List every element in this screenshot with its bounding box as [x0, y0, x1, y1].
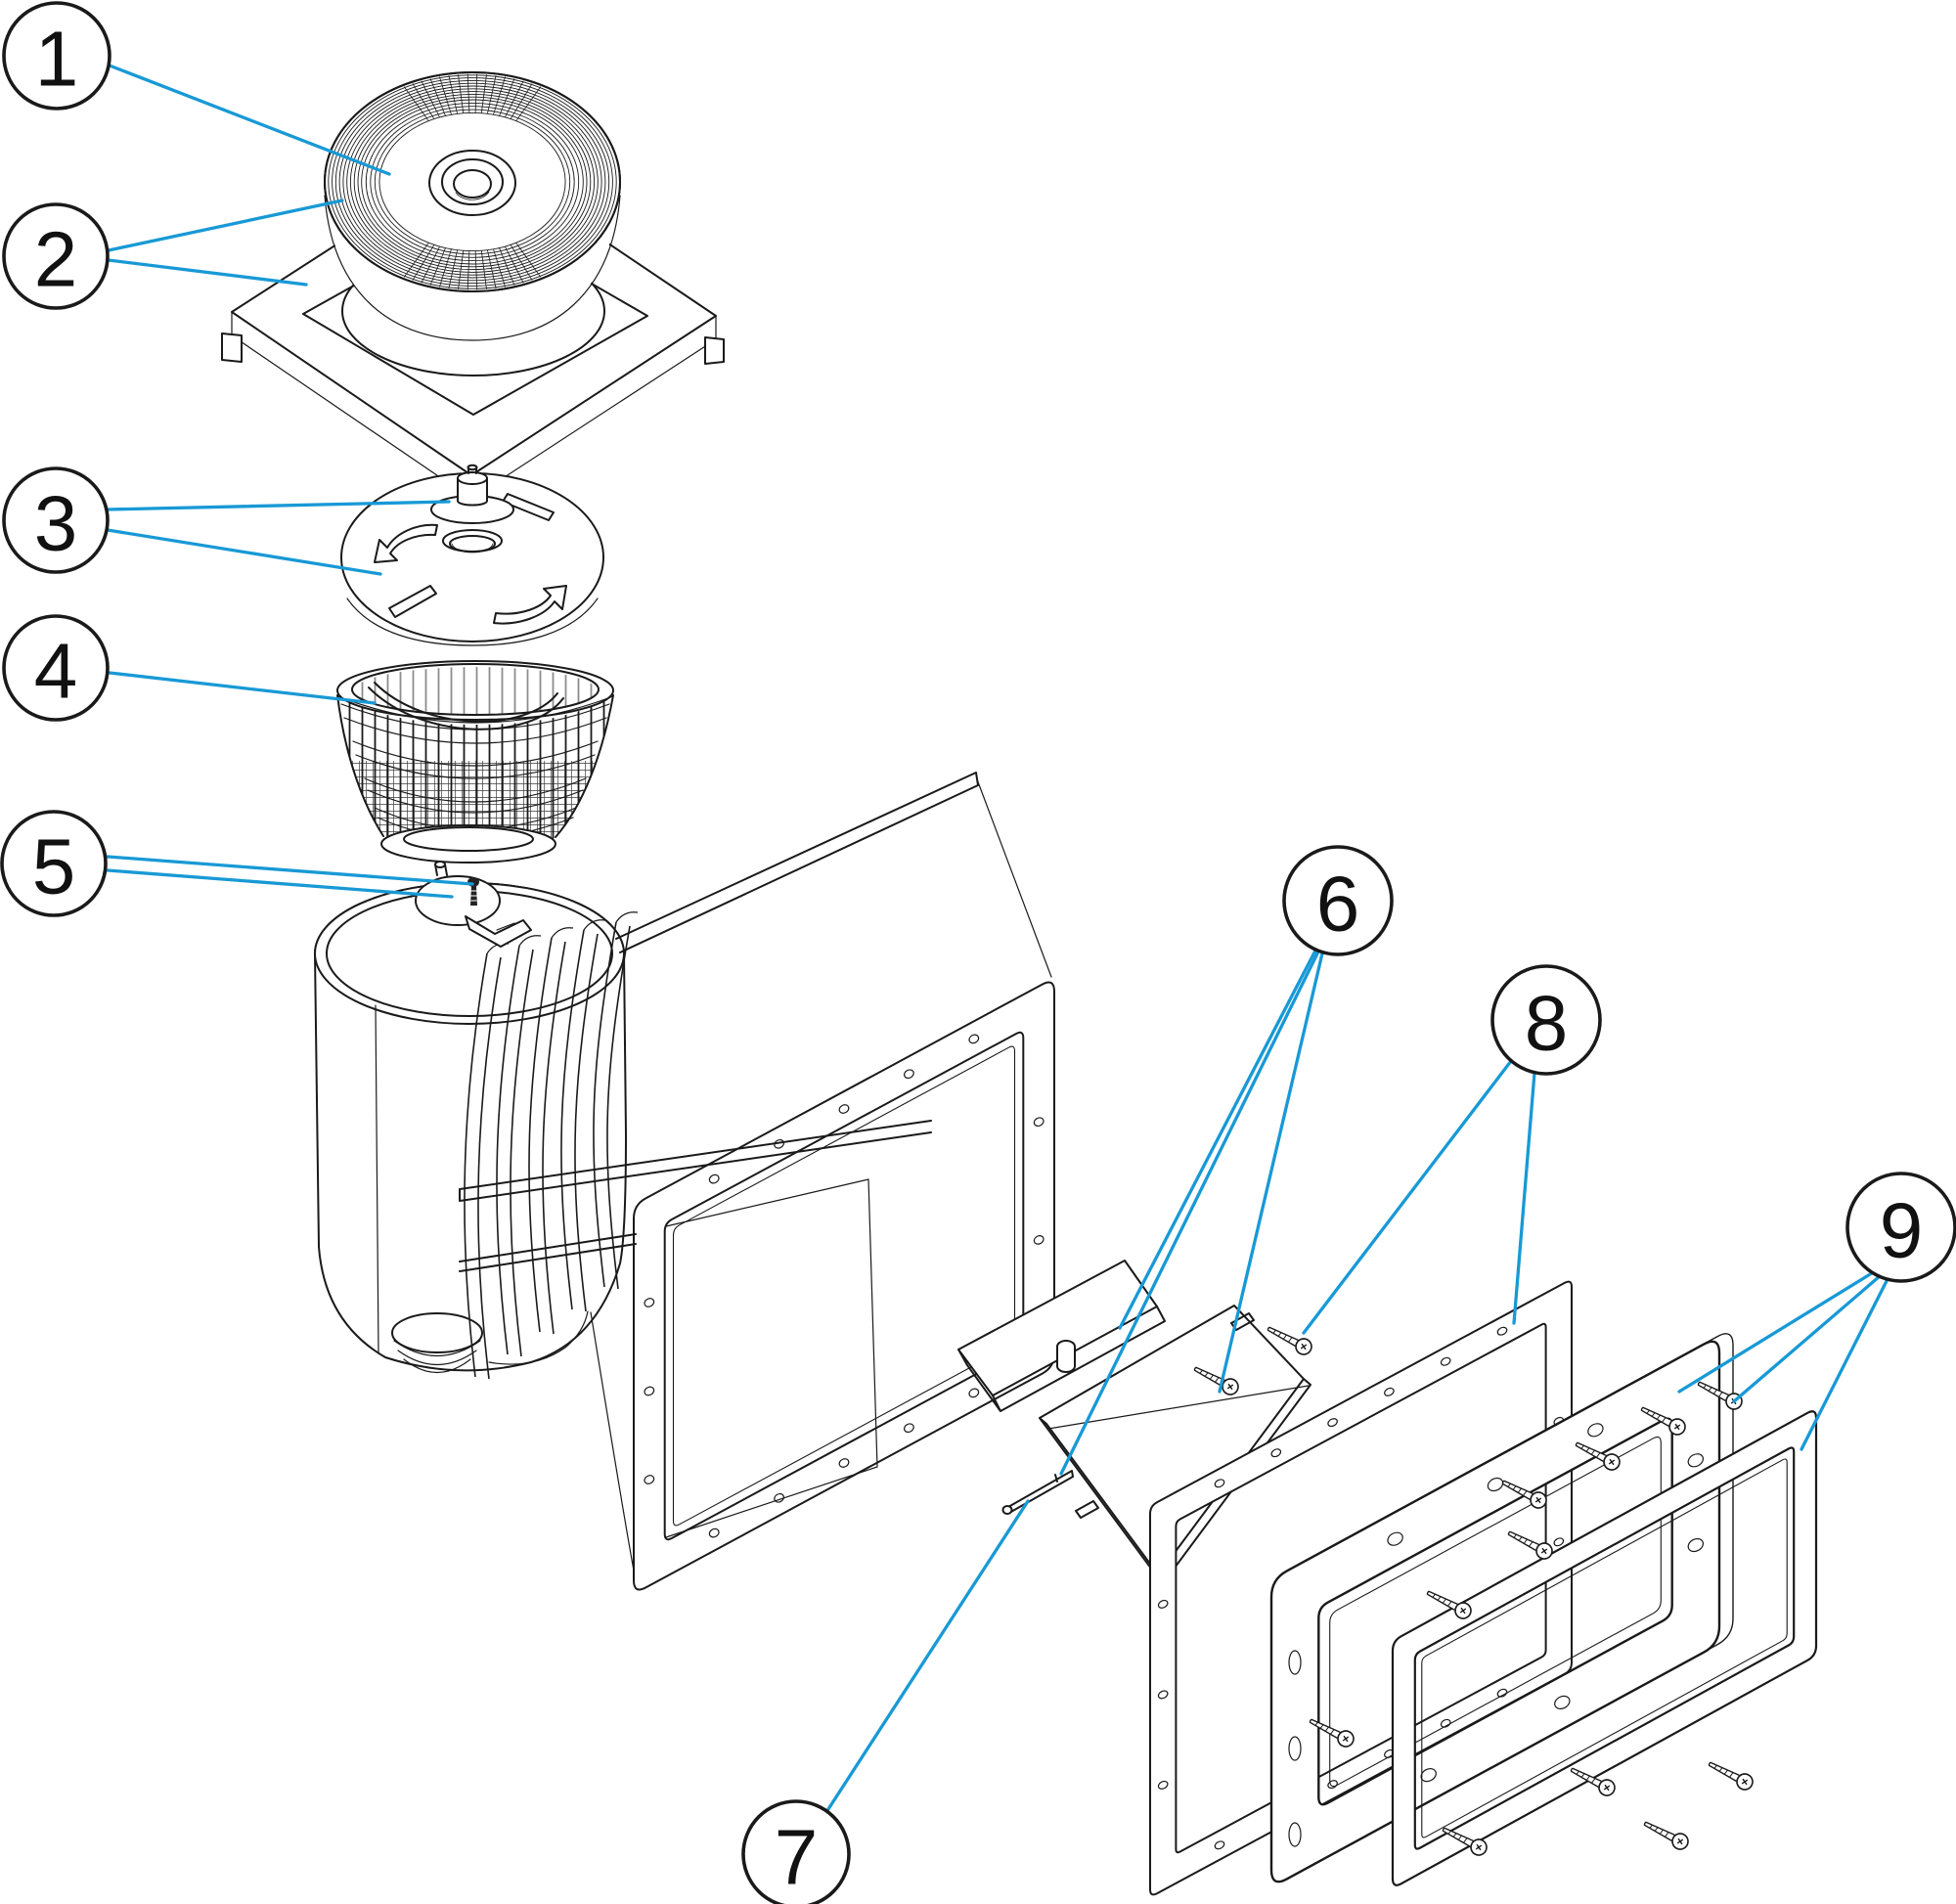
- callout-6: 6: [1282, 845, 1394, 956]
- callout-8: 8: [1490, 964, 1602, 1076]
- callout-number: 7: [775, 1814, 819, 1901]
- callout-7: 7: [741, 1799, 851, 1904]
- round-lid: [324, 71, 621, 342]
- lid-grooves: [324, 71, 621, 292]
- callout-number: 4: [34, 628, 78, 715]
- weir-flap: [957, 1260, 1166, 1412]
- callout-number: 6: [1316, 861, 1360, 948]
- callout-number: 2: [34, 216, 78, 303]
- parts-line-art: [221, 71, 1818, 1896]
- callout-4: 4: [2, 614, 110, 722]
- callout-number: 9: [1880, 1187, 1924, 1274]
- strainer-basket: [336, 660, 614, 863]
- safety-lock: [415, 861, 532, 948]
- faceplate-outer-frame: [1391, 1410, 1818, 1886]
- callout-2: 2: [2, 202, 110, 310]
- callout-3: 3: [2, 466, 110, 574]
- callout-5: 5: [0, 810, 108, 917]
- lid-radial-texture: [403, 73, 542, 290]
- callout-number: 3: [34, 480, 78, 567]
- pivot-pin: [1001, 1470, 1074, 1515]
- vortex-plate: [340, 464, 604, 646]
- callout-number: 8: [1525, 980, 1569, 1067]
- callout-number: 5: [32, 823, 76, 910]
- callout-9: 9: [1845, 1172, 1956, 1283]
- callout-number: 1: [35, 16, 79, 103]
- faceplate-main-frame: [1269, 1333, 1734, 1883]
- throat-flange: [633, 981, 1055, 1591]
- throat-ribs: [464, 911, 639, 1380]
- leader-lines: [106, 64, 1889, 1814]
- callout-1: 1: [2, 1, 111, 111]
